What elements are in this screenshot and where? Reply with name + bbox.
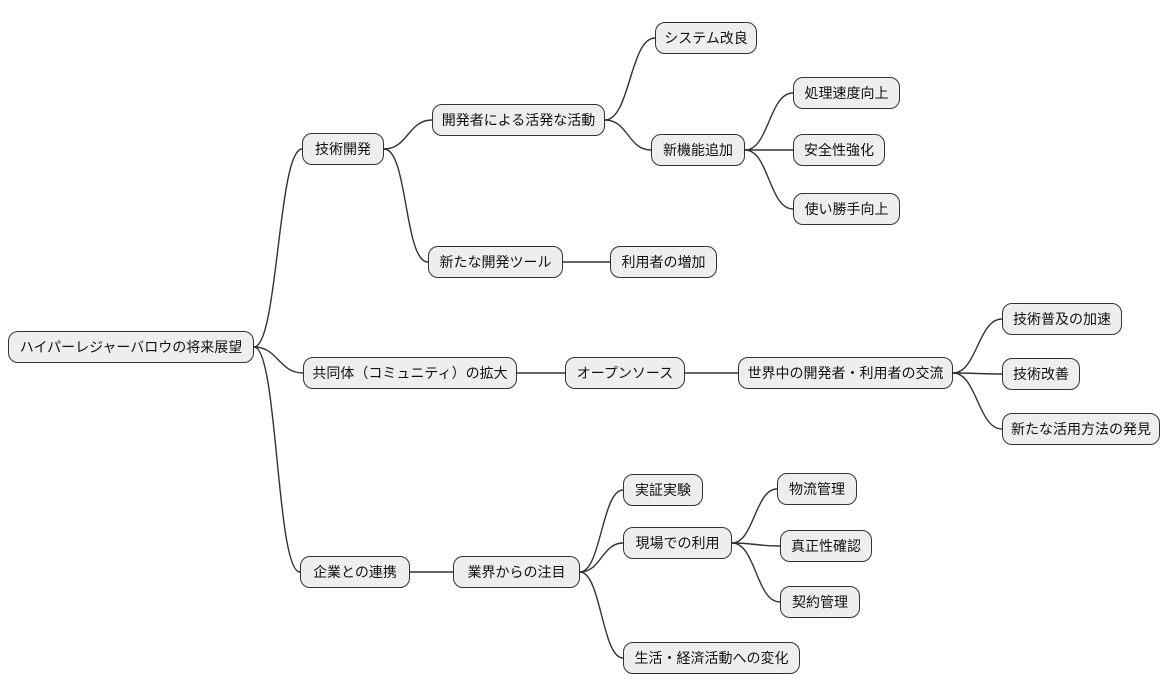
node-poc: 実証実験 (623, 474, 703, 506)
node-contract: 契約管理 (780, 586, 860, 618)
node-user-increase: 利用者の増加 (610, 246, 717, 278)
node-usability: 使い勝手向上 (793, 193, 900, 225)
node-industry-attention: 業界からの注目 (453, 556, 580, 588)
node-new-features: 新機能追加 (651, 134, 745, 166)
edge-global-exchange-tech-improvement (952, 372, 1003, 375)
node-system-improvement: システム改良 (655, 22, 757, 54)
edge-field-use-contract (731, 542, 781, 603)
edge-field-use-authenticity (731, 542, 781, 547)
node-tech-spread: 技術普及の加速 (1002, 303, 1122, 335)
node-logistics: 物流管理 (777, 473, 857, 505)
node-tech-dev: 技術開発 (302, 133, 384, 165)
edge-industry-attention-life-economy (579, 571, 624, 659)
edge-root-tech-dev (253, 148, 303, 348)
edge-global-exchange-new-usage-discovery (952, 372, 1003, 430)
edge-industry-attention-field-use (579, 542, 624, 573)
node-open-source: オープンソース (565, 357, 685, 389)
edge-root-corporate-collab (253, 346, 301, 573)
edge-dev-activity-new-features (604, 119, 652, 151)
node-new-usage-discovery: 新たな活用方法の発見 (1002, 413, 1160, 445)
node-corporate-collab: 企業との連携 (300, 556, 410, 588)
edge-global-exchange-tech-spread (952, 318, 1003, 374)
edge-new-features-processing-speed (744, 92, 794, 151)
edge-tech-dev-dev-activity (383, 119, 433, 150)
node-community-expansion: 共同体（コミュニティ）の拡大 (303, 357, 517, 389)
node-global-exchange: 世界中の開発者・利用者の交流 (738, 357, 953, 389)
node-field-use: 現場での利用 (623, 527, 732, 559)
edge-dev-activity-system-improvement (604, 37, 656, 121)
edge-industry-attention-poc (579, 489, 624, 573)
node-authenticity: 真正性確認 (780, 530, 872, 562)
node-dev-activity: 開発者による活発な活動 (432, 104, 605, 136)
edge-root-community-expansion (253, 346, 304, 374)
node-root: ハイパーレジャーバロウの将来展望 (8, 331, 254, 363)
node-life-economy: 生活・経済活動への変化 (623, 642, 800, 674)
node-new-dev-tools: 新たな開発ツール (428, 246, 563, 278)
edge-tech-dev-new-dev-tools (383, 148, 429, 263)
node-processing-speed: 処理速度向上 (793, 77, 900, 109)
edge-field-use-logistics (731, 488, 778, 544)
node-security: 安全性強化 (793, 134, 885, 166)
node-tech-improvement: 技術改善 (1002, 358, 1080, 390)
edge-new-features-usability (744, 149, 794, 210)
